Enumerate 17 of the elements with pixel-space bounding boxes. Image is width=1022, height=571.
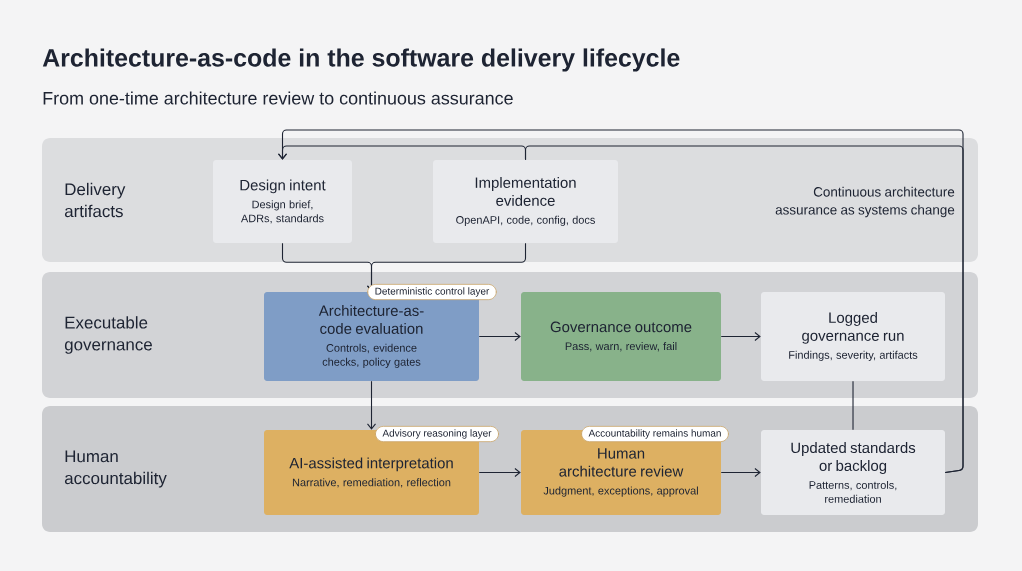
tag-pill: Deterministic control layer <box>367 283 497 301</box>
process-box: Updated standards or backlog Patterns, controls, remediation <box>761 430 945 515</box>
tag-pill: Advisory reasoning layer <box>375 425 499 443</box>
arrow <box>478 467 521 478</box>
arrow <box>720 467 761 478</box>
process-box: Design intent Design brief, ADRs, standards <box>213 160 352 243</box>
subtitle: From one-time architecture review to continuous assurance <box>43 91 513 105</box>
arrow <box>366 380 377 430</box>
process-box: Logged governance run Findings, severity, artifacts <box>761 292 945 381</box>
title: Architecture-as-code in the software delivery lifecycle <box>42 48 680 72</box>
note: Continuous architecture assurance as systems change <box>775 186 955 218</box>
tag-pill: Accountability remains human <box>581 425 729 443</box>
arrow <box>277 145 527 161</box>
process-box: Governance outcome Pass, warn, review, fail <box>521 292 721 381</box>
process-box: Implementation evidence OpenAPI, code, config, docs <box>433 160 618 243</box>
arrow <box>478 331 521 342</box>
arrow <box>720 331 761 342</box>
